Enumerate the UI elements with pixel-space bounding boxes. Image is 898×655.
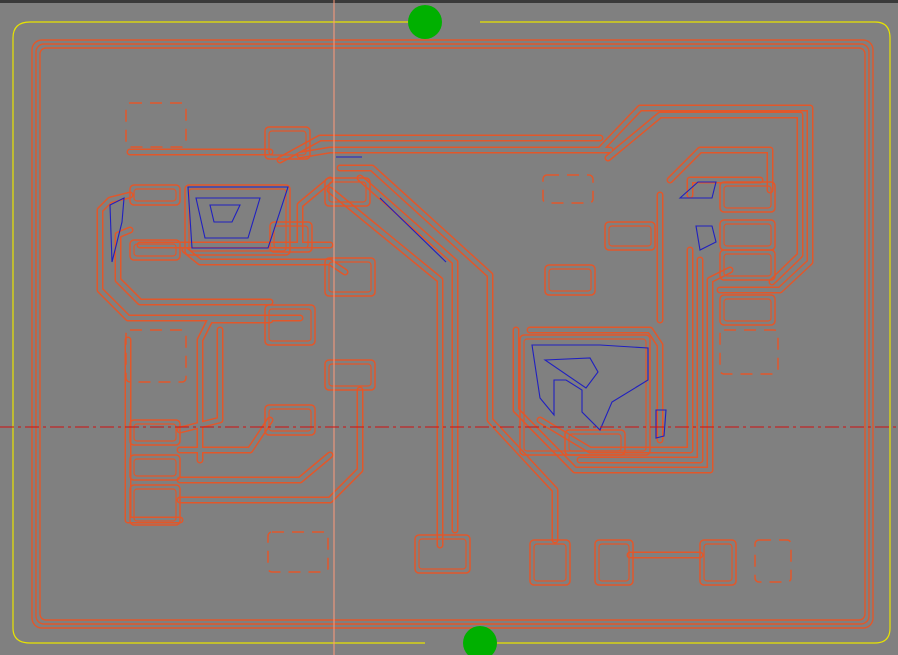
pad-group (129, 126, 776, 586)
trace (278, 136, 602, 162)
pad-inner (268, 308, 312, 342)
pad (324, 359, 376, 391)
pad-inner (328, 363, 372, 387)
pad-inner (723, 253, 772, 277)
pad (264, 404, 316, 436)
pad (264, 126, 311, 160)
pad-inner (133, 423, 177, 442)
fill-path (531, 344, 649, 431)
trace (126, 338, 182, 522)
board-outline (12, 21, 891, 644)
dashed-pad (754, 539, 792, 583)
pad (129, 184, 181, 206)
pad-inner (273, 225, 309, 249)
pad-inner (703, 543, 733, 582)
trace (536, 246, 694, 454)
pad (129, 454, 181, 481)
trace (688, 178, 762, 197)
pad (129, 419, 181, 446)
dashed-pad-group (125, 102, 792, 583)
trace (538, 248, 692, 452)
pad-inner (598, 543, 630, 582)
pad-inner (723, 223, 772, 247)
trace (178, 453, 332, 482)
pad (269, 221, 313, 253)
fill-path (655, 409, 667, 439)
pad-inner (268, 408, 312, 432)
pad-inner (328, 181, 367, 203)
pad-inner (608, 225, 652, 247)
trace (328, 188, 442, 547)
pad-inner (723, 185, 772, 209)
pad-inner (133, 458, 177, 477)
pad (604, 221, 656, 251)
pad (129, 484, 181, 526)
dashed-pad (125, 102, 187, 148)
pad-inner (418, 538, 467, 570)
fill-path-group (109, 156, 717, 439)
pad-inner (533, 543, 567, 582)
pad-inner (133, 243, 177, 257)
pad (264, 304, 316, 346)
fill-path (187, 186, 289, 249)
trace (183, 248, 347, 274)
trace (578, 258, 702, 462)
pad (719, 181, 776, 213)
pad (719, 249, 776, 281)
dashed-pad (125, 329, 187, 383)
green-circle-marker-icon[interactable] (408, 5, 442, 39)
trace (198, 318, 272, 462)
dashed-pad (542, 174, 594, 204)
trace (528, 328, 662, 442)
trace (178, 388, 362, 502)
trace (668, 148, 772, 192)
fill-path (109, 197, 125, 263)
pad (529, 539, 571, 586)
trace (358, 176, 457, 532)
pad (719, 294, 776, 326)
pad (564, 429, 626, 456)
pad (129, 239, 181, 261)
trace (124, 336, 184, 524)
pad-inner (568, 433, 622, 452)
pad-inner (268, 130, 307, 156)
trace (326, 186, 444, 549)
trace (116, 228, 272, 304)
pad (324, 257, 376, 297)
pad (324, 177, 371, 207)
pad-inner (133, 488, 177, 522)
border-trace-3 (39, 47, 866, 621)
trace (298, 178, 332, 247)
fill-path (678, 181, 717, 199)
trace (98, 193, 302, 320)
pad-inner (188, 188, 287, 252)
fill-path (336, 156, 447, 263)
green-circle-marker-icon[interactable] (463, 626, 497, 655)
border-trace-1 (31, 39, 874, 629)
trace (606, 113, 802, 284)
fill-path (695, 225, 717, 251)
pad-inner (723, 298, 772, 322)
trace-group (96, 104, 814, 559)
trace (514, 268, 732, 472)
pad (594, 539, 634, 586)
trace (178, 418, 272, 452)
pad (184, 184, 291, 256)
top-edge-bar (0, 0, 898, 3)
border-trace-2 (35, 43, 870, 625)
dashed-pad (719, 329, 779, 375)
pad (699, 539, 737, 586)
trace (598, 106, 812, 292)
trace (338, 166, 557, 542)
pad-inner (133, 188, 177, 202)
trace (114, 226, 274, 306)
pad (414, 534, 471, 574)
pad (544, 264, 596, 296)
pad-inner (548, 268, 592, 292)
pad-inner (328, 261, 372, 293)
dashed-pad (267, 531, 329, 573)
